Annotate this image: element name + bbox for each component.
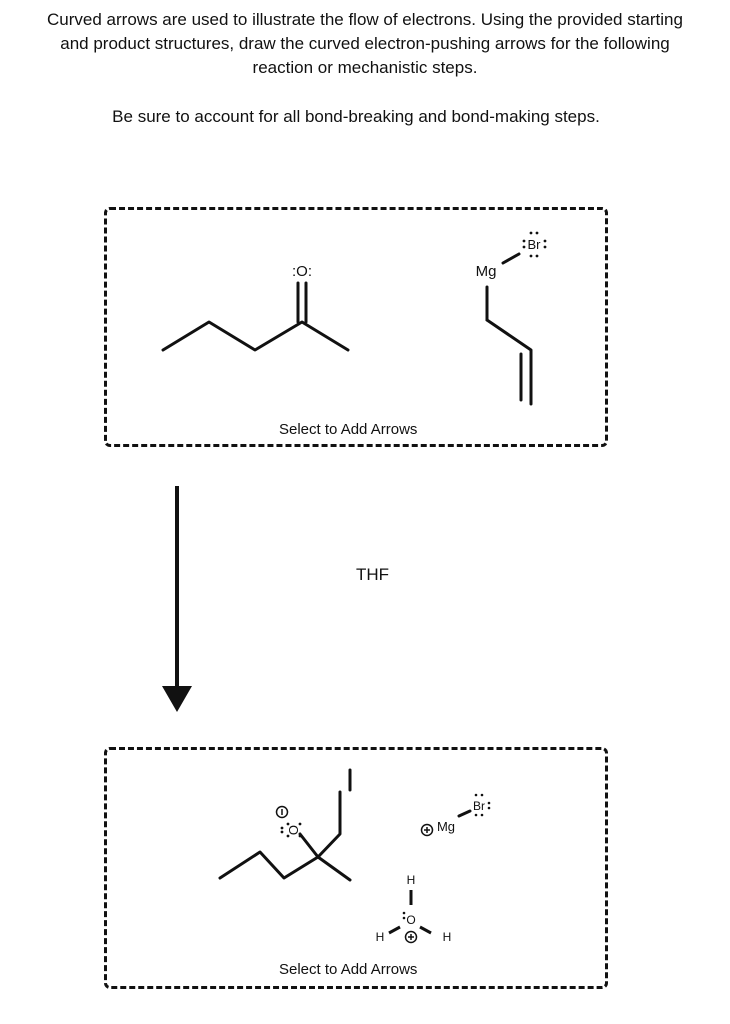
- mg-positive-charge-icon: [420, 823, 434, 837]
- water-h-right-label: H: [443, 930, 452, 944]
- start-add-arrows-button[interactable]: Select to Add Arrows: [279, 421, 418, 438]
- reagent-label: THF: [356, 565, 390, 584]
- product-br-label: Br: [473, 799, 485, 813]
- water-h-top-label: H: [407, 873, 416, 887]
- ketone-carbon-chain: [161, 320, 350, 352]
- water-lone-pair-dot: [402, 911, 406, 915]
- water-oxygen-label: O: [406, 913, 415, 927]
- product-mg-br-bond: [457, 809, 472, 818]
- alkoxide-negative-charge-icon: [275, 805, 289, 819]
- product-br-lone-pairs: [474, 793, 491, 817]
- hydronium-positive-charge-icon: [404, 930, 418, 944]
- grignard-structure[interactable]: [485, 252, 533, 406]
- instructions-line-2: and product structures, draw the curved …: [60, 34, 670, 53]
- ketone-structure[interactable]: [161, 281, 350, 352]
- water-o-h-left-bond: [388, 925, 401, 935]
- magnesium-cation[interactable]: [420, 809, 472, 837]
- instructions-note: Be sure to account for all bond-breaking…: [112, 107, 600, 126]
- product-allyl-chain: [316, 790, 342, 859]
- product-mg-label: Mg: [437, 819, 455, 834]
- grignard-mg-label: Mg: [476, 263, 497, 280]
- reaction-arrow: [162, 486, 192, 712]
- instructions-line-1: Curved arrows are used to illustrate the…: [47, 10, 683, 29]
- instructions-line-3: reaction or mechanistic steps.: [252, 58, 478, 77]
- water-h-left-label: H: [376, 930, 385, 944]
- product-carbon-chain: [218, 850, 352, 882]
- alkoxide-oxygen-label: O: [286, 825, 301, 835]
- ketone-oxygen-label: :O:: [292, 263, 312, 280]
- water-o-h-right-bond: [419, 925, 432, 935]
- hydronium-structure[interactable]: [388, 890, 432, 944]
- instructions: Curved arrows are used to illustrate the…: [0, 8, 730, 80]
- product-add-arrows-button[interactable]: Select to Add Arrows: [279, 961, 418, 978]
- alkoxide-structure[interactable]: [218, 768, 352, 882]
- grignard-br-label: Br: [528, 237, 542, 252]
- allyl-chain: [485, 318, 533, 406]
- mg-br-bond: [501, 252, 521, 265]
- water-lone-pair-dot: [402, 916, 406, 920]
- starting-structures-panel[interactable]: [104, 207, 608, 447]
- alkoxide-lone-pairs: [280, 822, 302, 838]
- alkoxide-co-bond: [298, 832, 320, 859]
- product-structures-panel[interactable]: [104, 747, 608, 989]
- br-lone-pairs: [522, 231, 547, 258]
